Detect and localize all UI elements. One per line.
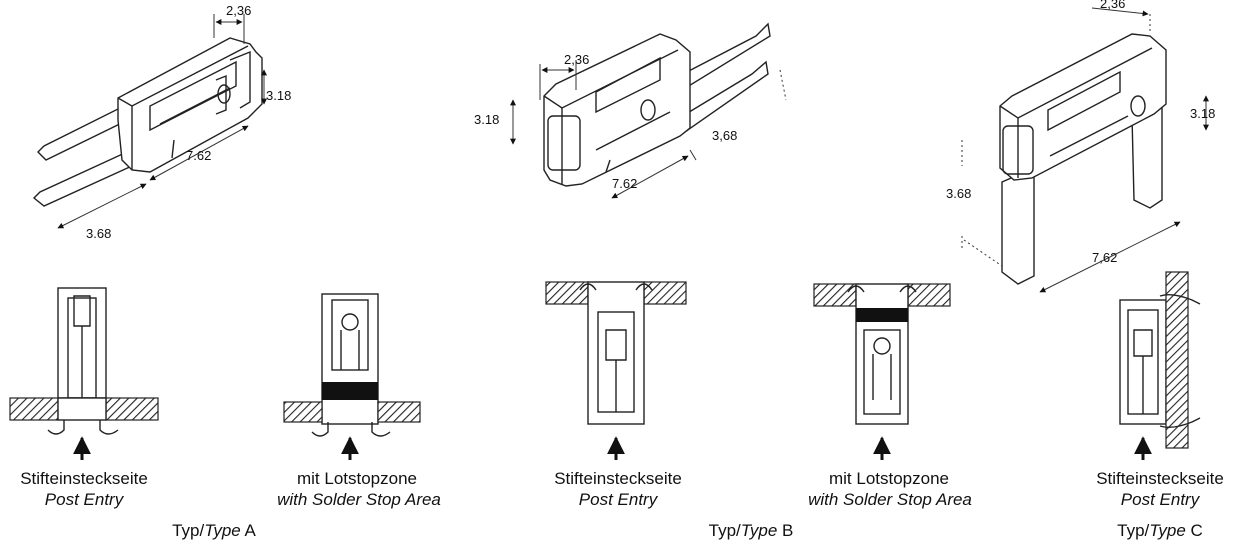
caption-line-en: Post Entry [579, 490, 659, 509]
type-a-label: Typ/Type A [172, 521, 256, 540]
type-b-isometric-view: 2,36 3.18 3,68 7.62 [474, 22, 787, 199]
type-b-solder-stop-section [813, 283, 951, 460]
type-c-isometric-view: 2,36 3.18 3.68 7,62 [946, 0, 1215, 293]
caption-line-de: Stifteinsteckseite [554, 469, 682, 488]
type-b-solder-stop-caption: mit Lotstopzone with Solder Stop Area [808, 469, 972, 509]
type-c-label: Typ/Type C [1117, 521, 1203, 540]
caption-line-en: with Solder Stop Area [808, 490, 972, 509]
caption-line-de: mit Lotstopzone [297, 469, 417, 488]
type-a-width-dim: 2,36 [226, 3, 251, 18]
type-a-solder-stop-caption: mit Lotstopzone with Solder Stop Area [277, 469, 441, 509]
type-b-label: Typ/Type B [709, 521, 794, 540]
caption-line-en: Post Entry [1121, 490, 1201, 509]
type-b-post-entry-caption: Stifteinsteckseite Post Entry [554, 469, 682, 509]
type-b-post-entry-section [545, 281, 687, 460]
caption-line-de: Stifteinsteckseite [1096, 469, 1224, 488]
caption-line-en: with Solder Stop Area [277, 490, 441, 509]
type-c-pitch-dim: 7,62 [1092, 250, 1117, 265]
type-c-post-entry-section [1119, 271, 1201, 460]
type-c-post-entry-caption: Stifteinsteckseite Post Entry [1096, 469, 1224, 509]
type-a-pitch-dim: 7.62 [186, 148, 211, 163]
type-a-isometric-view: 2,36 3.18 7.62 3.68 [32, 3, 291, 241]
type-a-post-entry-caption: Stifteinsteckseite Post Entry [20, 469, 148, 509]
caption-line-de: Stifteinsteckseite [20, 469, 148, 488]
type-c-pin-dim: 3.68 [946, 186, 971, 201]
type-a-pin-dim: 3.68 [86, 226, 111, 241]
type-b-pin-dim: 3,68 [712, 128, 737, 143]
type-b-pitch-dim: 7.62 [612, 176, 637, 191]
type-c-height-dim: 3.18 [1190, 106, 1215, 121]
type-a-post-entry-section [9, 287, 159, 460]
caption-line-en: Post Entry [45, 490, 125, 509]
type-b-width-dim: 2,36 [564, 52, 589, 67]
type-b-height-dim: 3.18 [474, 112, 499, 127]
caption-line-de: mit Lotstopzone [829, 469, 949, 488]
type-c-width-dim: 2,36 [1100, 0, 1125, 11]
type-a-height-dim: 3.18 [266, 88, 291, 103]
type-a-solder-stop-section [283, 293, 421, 460]
